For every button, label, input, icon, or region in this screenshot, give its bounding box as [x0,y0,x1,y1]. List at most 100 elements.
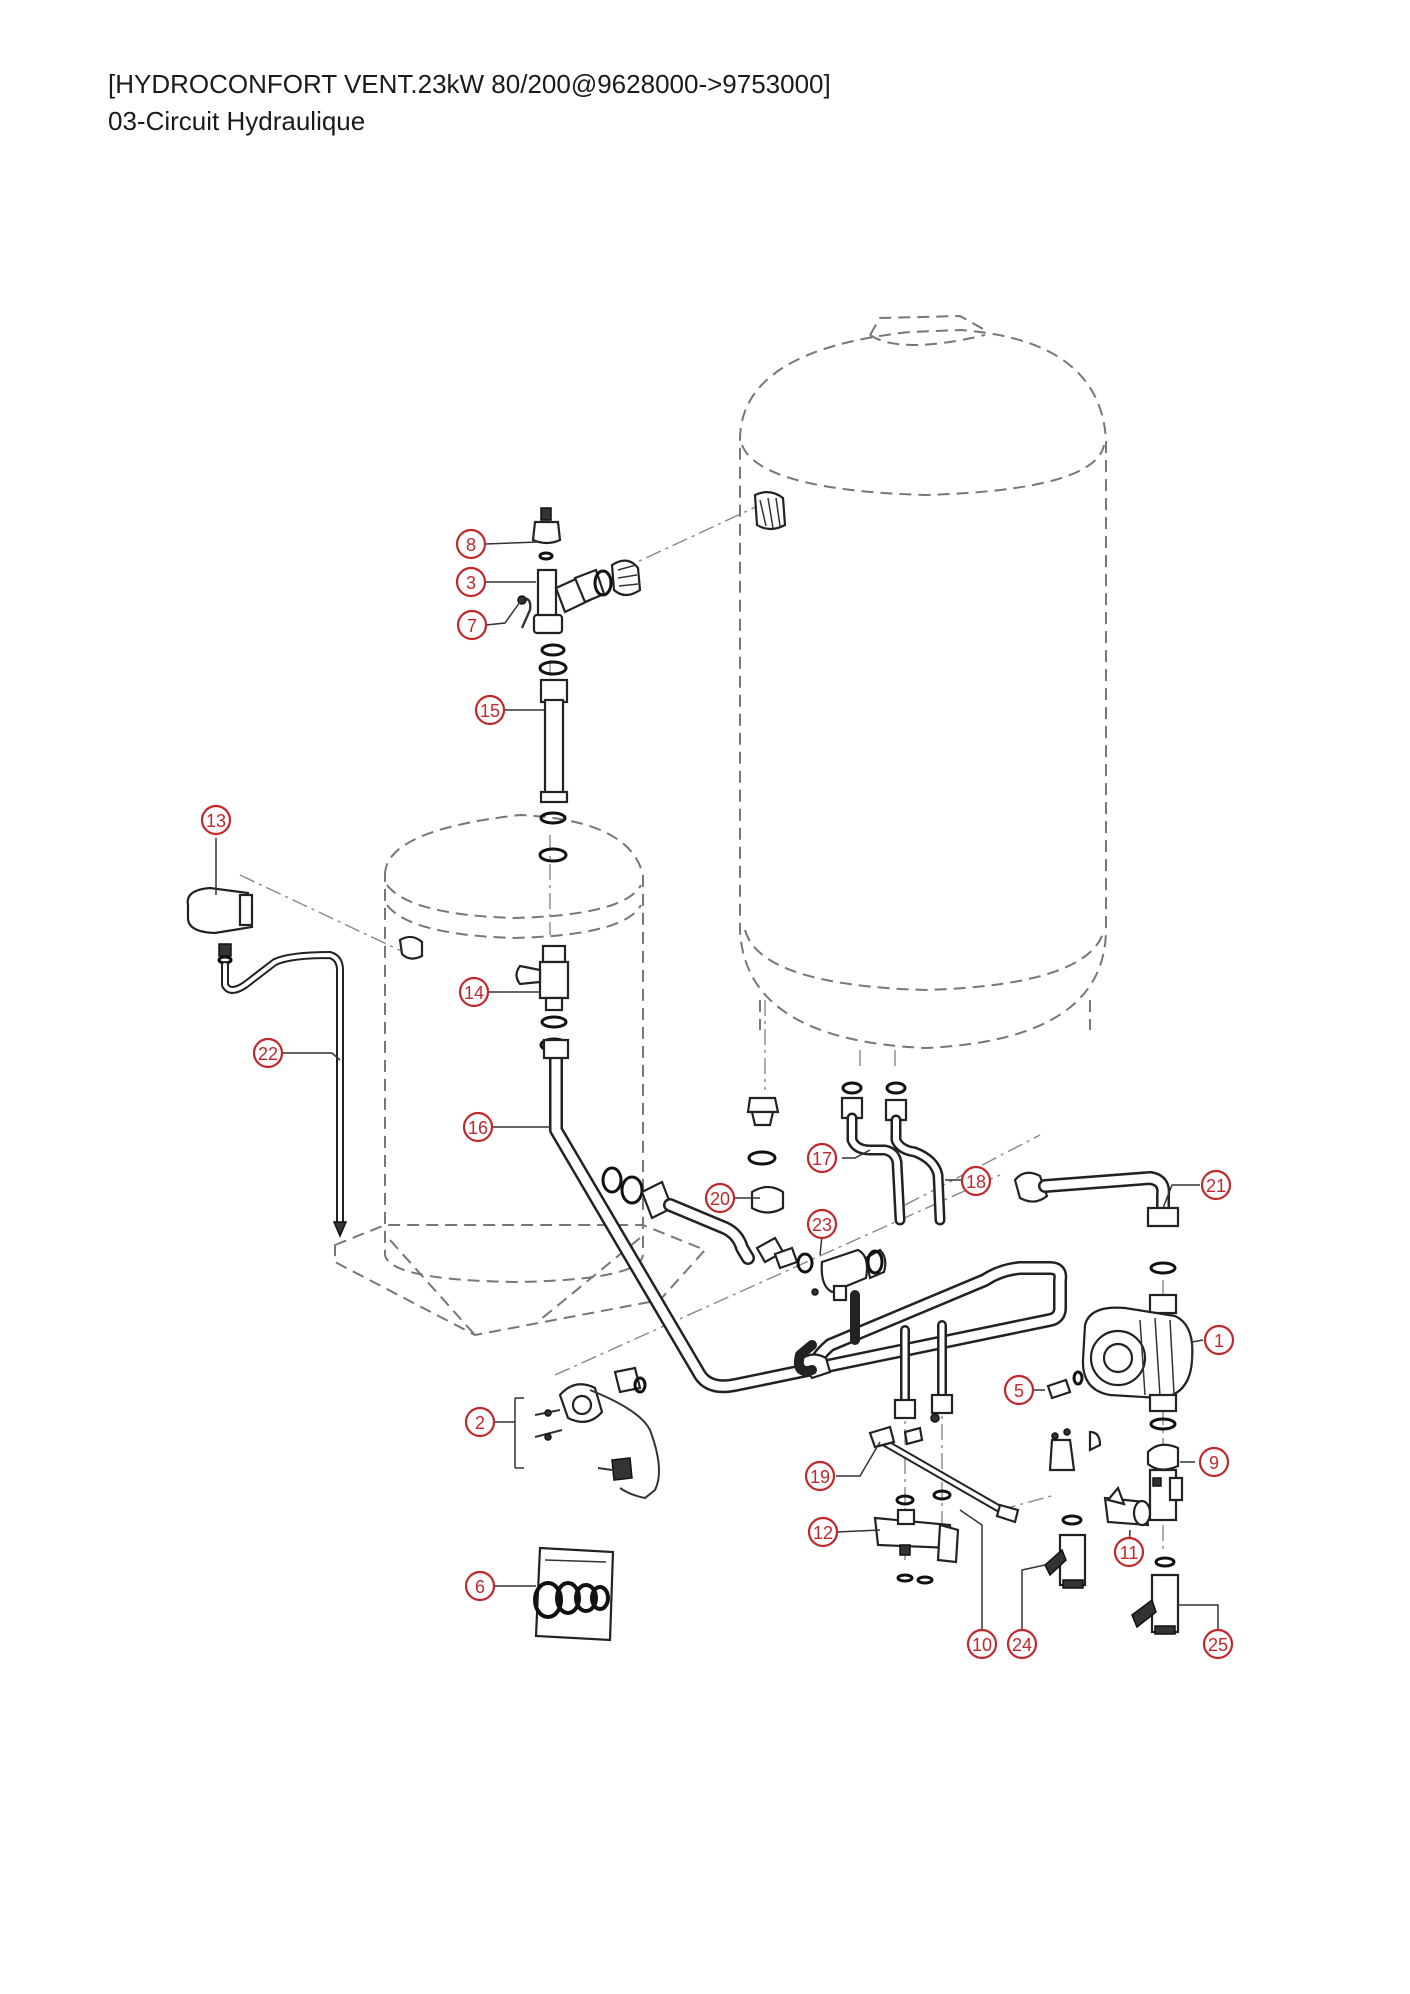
callout-label: 23 [812,1215,832,1235]
callout-label: 1 [1214,1331,1224,1351]
callout-label: 7 [467,616,477,636]
callout-label: 18 [966,1172,986,1192]
callout-circle [806,1208,838,1240]
callout-label: 17 [812,1149,832,1169]
part-14-tee [515,944,570,1053]
callout-circle [200,804,232,836]
callout-2: 2 [464,1406,496,1438]
callout-circle [704,1182,736,1214]
callout-21: 21 [1200,1169,1232,1201]
callout-circle [1202,1628,1234,1660]
callout-label: 10 [972,1635,992,1655]
part-22-capillary [221,951,348,1238]
callout-20: 20 [704,1182,736,1214]
callout-7: 7 [456,609,488,641]
callout-label: 15 [480,701,500,721]
callout-label: 20 [710,1189,730,1209]
page-header: [HYDROCONFORT VENT.23kW 80/200@9628000->… [108,66,831,140]
part-25-ball-valve [1131,1556,1180,1635]
callout-17: 17 [806,1142,838,1174]
part-20-elbow-pipe [601,1096,799,1270]
callout-circle [966,1628,998,1660]
part-1-pump [1081,1293,1194,1431]
callout-label: 3 [466,573,476,593]
callout-label: 16 [468,1118,488,1138]
callout-10: 10 [966,1628,998,1660]
callout-9: 9 [1198,1446,1230,1478]
callout-3: 3 [455,566,487,598]
part-8-air-vent [531,507,562,561]
callout-15: 15 [474,694,506,726]
callout-12: 12 [807,1516,839,1548]
callout-circle [1200,1169,1232,1201]
part-17-18-connector-pipes [840,1081,946,1226]
callout-19: 19 [804,1460,836,1492]
callout-circle [464,1570,496,1602]
callout-circle [806,1142,838,1174]
callout-label: 21 [1206,1176,1226,1196]
part-9-tee-nut [1146,1443,1184,1522]
large-tank-outline [739,314,1107,1050]
callout-23: 23 [806,1208,838,1240]
callout-circle [804,1460,836,1492]
part-7-clip [517,595,532,629]
callout-circle [1006,1628,1038,1660]
callout-label: 24 [1012,1635,1032,1655]
callout-circle [458,976,490,1008]
callout-label: 8 [466,535,476,555]
callout-24: 24 [1006,1628,1038,1660]
callout-circle [455,528,487,560]
tank-pipe-stubs [893,1320,954,1423]
callout-22: 22 [252,1037,284,1069]
part-5-nipple [1046,1370,1084,1400]
callout-label: 13 [206,811,226,831]
part-19-line [868,1425,1102,1524]
callout-5: 5 [1003,1374,1035,1406]
callout-circle [807,1516,839,1548]
callout-circle [960,1165,992,1197]
part-16-long-pipe [542,1038,1068,1394]
callout-circle [456,609,488,641]
callout-8: 8 [455,528,487,560]
callout-label: 9 [1209,1453,1219,1473]
callout-label: 22 [258,1044,278,1064]
callout-circle [474,694,506,726]
callout-14: 14 [458,976,490,1008]
callout-25: 25 [1202,1628,1234,1660]
callout-label: 2 [475,1413,485,1433]
callout-16: 16 [462,1111,494,1143]
callout-circle [252,1037,284,1069]
callout-13: 13 [200,804,232,836]
callout-11: 11 [1113,1536,1145,1568]
small-tank-outline [334,813,707,1337]
part-11-drain-valve [1103,1485,1152,1527]
part-15-pipe [538,643,569,863]
part-2-sensor-assembly [534,1366,660,1500]
callout-label: 25 [1208,1635,1228,1655]
callout-circle [1113,1536,1145,1568]
callout-circle [455,566,487,598]
model-title: [HYDROCONFORT VENT.23kW 80/200@9628000->… [108,69,831,99]
callout-label: 14 [464,983,484,1003]
callout-label: 19 [810,1467,830,1487]
callout-label: 12 [813,1523,833,1543]
callout-circle [1003,1374,1035,1406]
callout-6: 6 [464,1570,496,1602]
section-title: 03-Circuit Hydraulique [108,106,366,136]
part-13-valve-head [186,886,424,965]
callout-circle [462,1111,494,1143]
callout-circle [1203,1324,1235,1356]
callout-18: 18 [960,1165,992,1197]
callout-leaders [215,541,1219,1644]
callout-label: 6 [475,1577,485,1597]
part-3-tee-fitting [532,491,787,635]
callout-circle [1198,1446,1230,1478]
part-21-curved-pipe [1013,1171,1180,1275]
part-24-ball-valve [1044,1514,1087,1589]
part-12-manifold [873,1489,960,1585]
part-23-valve [796,1248,887,1302]
callout-1: 1 [1203,1324,1235,1356]
callout-label: 11 [1120,1543,1139,1563]
